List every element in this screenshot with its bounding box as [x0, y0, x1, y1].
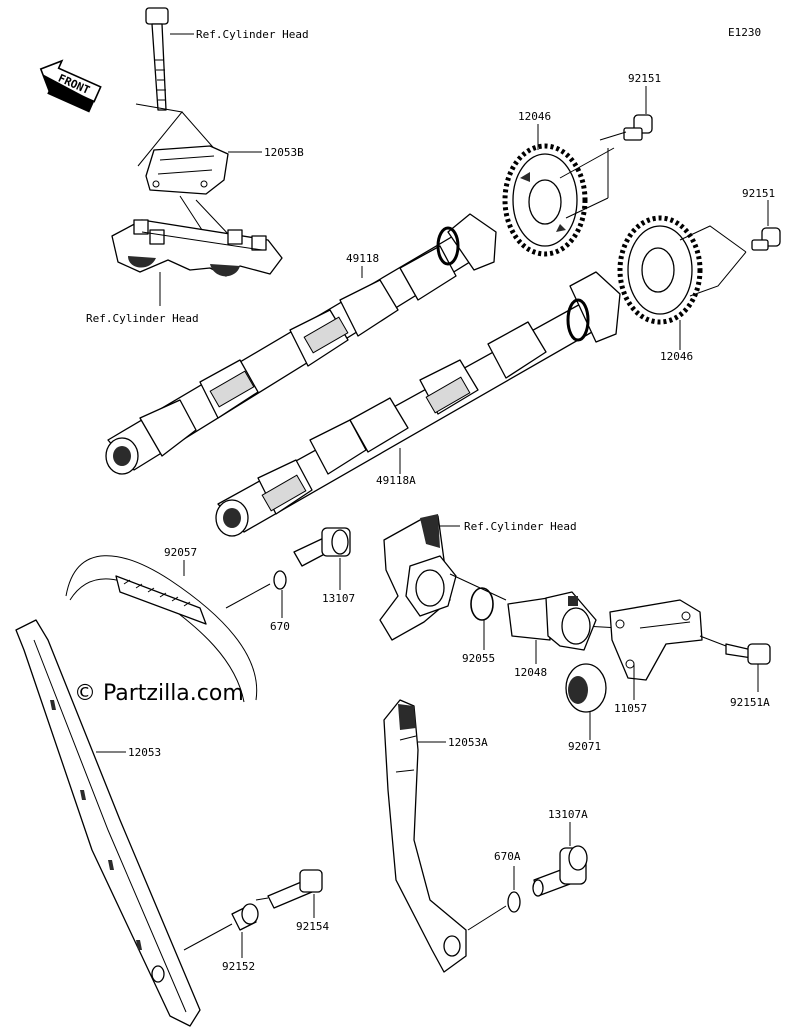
bolt-92151-right: [751, 227, 781, 251]
label-92151A: 92151A: [730, 696, 770, 709]
o-ring-670A: [507, 891, 521, 913]
collar-92152: [231, 903, 259, 931]
label-13107A: 13107A: [548, 808, 588, 821]
gasket-92055: [470, 587, 494, 621]
label-49118: 49118: [346, 252, 379, 265]
label-12048: 12048: [514, 666, 547, 679]
label-92151-right: 92151: [742, 187, 775, 200]
cam-sprocket-12046-right: [617, 215, 703, 325]
bolt-92154: [267, 869, 323, 909]
cam-sprocket-12046-top: [502, 143, 588, 257]
washer-92071: [565, 663, 607, 713]
front-arrow: FRONT: [39, 59, 102, 113]
cylinder-head-bolt: [145, 7, 169, 111]
label-92151-top: 92151: [628, 72, 661, 85]
label-670A: 670A: [494, 850, 521, 863]
bracket-11057: [609, 599, 703, 681]
tensioner-cover: [379, 514, 457, 641]
label-92057: 92057: [164, 546, 197, 559]
part-12053B-guide-bracket: [145, 145, 229, 195]
camshaft-49118: [105, 213, 497, 475]
diagram-code: E1230: [728, 26, 761, 39]
chain-guide-12053: [15, 619, 201, 1027]
label-11057: 11057: [614, 702, 647, 715]
label-92154: 92154: [296, 920, 329, 933]
chain-guide-12053A: [383, 699, 467, 973]
bolt-92151-top: [623, 114, 653, 141]
label-12046-right: 12046: [660, 350, 693, 363]
o-ring-670: [273, 570, 287, 590]
label-92055: 92055: [462, 652, 495, 665]
camshaft-49118A: [215, 271, 621, 537]
label-12053A: 12053A: [448, 736, 488, 749]
tensioner-12048: [507, 591, 597, 651]
bolt-13107A: [532, 845, 588, 897]
label-670: 670: [270, 620, 290, 633]
label-12053: 12053: [128, 746, 161, 759]
cam-chain-92057: [65, 555, 258, 703]
camshaft-cap: [111, 219, 283, 277]
watermark: © Partzilla.com: [74, 681, 244, 706]
label-ref-cylinder-head-right: Ref.Cylinder Head: [464, 520, 577, 533]
label-49118A: 49118A: [376, 474, 416, 487]
label-92152: 92152: [222, 960, 255, 973]
label-12046-top: 12046: [518, 110, 551, 123]
bolt-13107: [293, 527, 351, 567]
bolt-92151A: [725, 643, 771, 665]
label-ref-cylinder-head-mid: Ref.Cylinder Head: [86, 312, 199, 325]
label-13107: 13107: [322, 592, 355, 605]
label-92071: 92071: [568, 740, 601, 753]
label-12053B: 12053B: [264, 146, 304, 159]
label-ref-cylinder-head-top: Ref.Cylinder Head: [196, 28, 309, 41]
